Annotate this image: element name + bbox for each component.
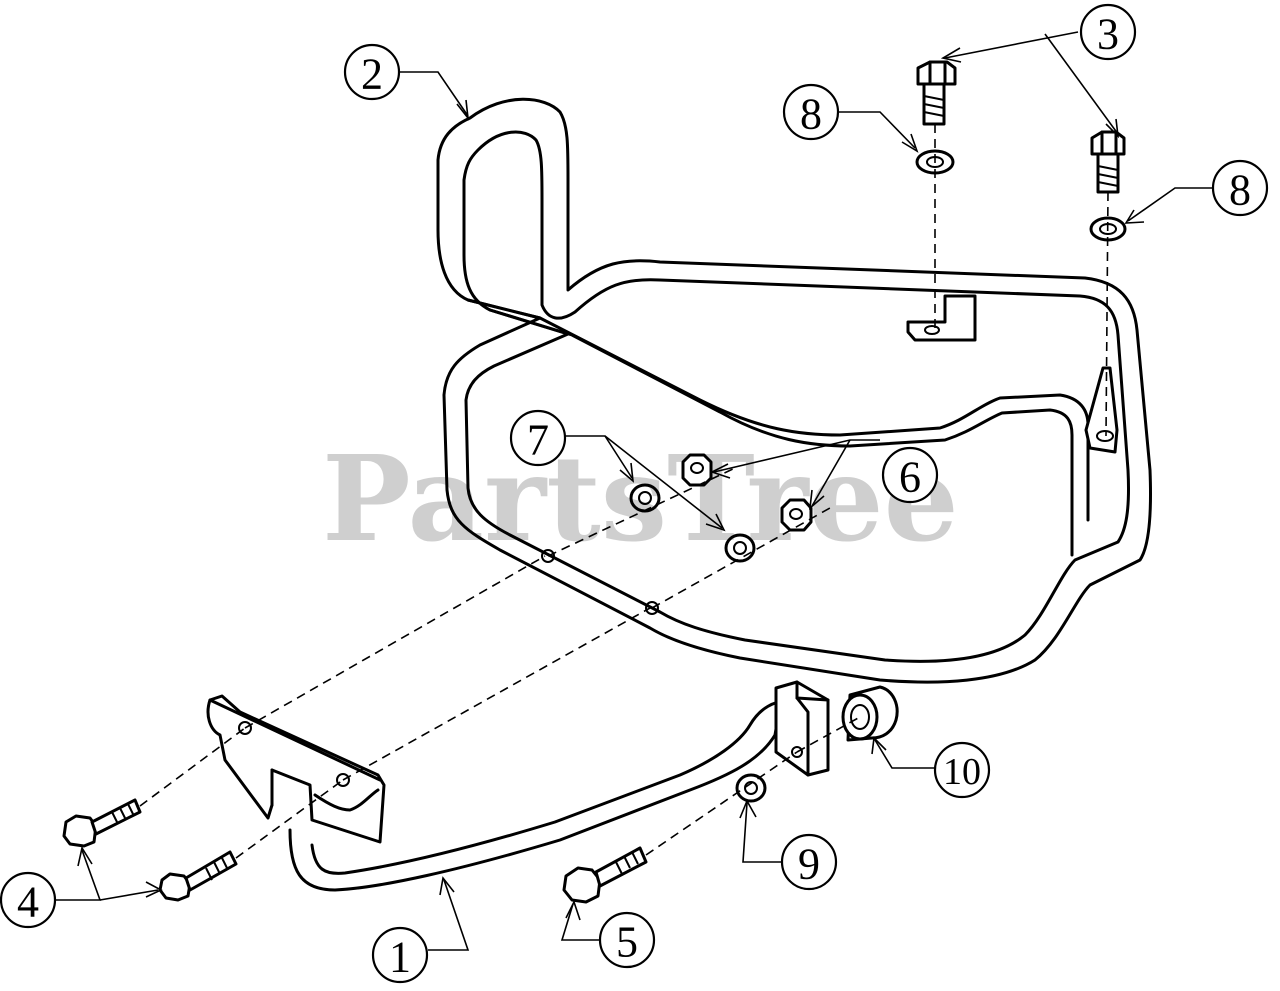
svg-text:3: 3 — [1097, 10, 1119, 59]
callout-8-right: 8 — [1211, 159, 1269, 217]
watermark-text: PartsTree — [322, 429, 959, 568]
part-4-bolt-upper — [62, 798, 142, 848]
part-6-nut-upper — [681, 453, 713, 487]
svg-text:10: 10 — [943, 751, 981, 793]
part-5-bolt — [562, 846, 648, 904]
callout-7: 7 — [509, 409, 567, 467]
svg-text:4: 4 — [17, 878, 39, 927]
callout-3: 3 — [1079, 3, 1137, 61]
part-1-mount-bar — [206, 680, 830, 892]
callout-1: 1 — [371, 926, 429, 984]
part-3-bolt-left — [916, 60, 957, 126]
svg-text:9: 9 — [798, 840, 820, 889]
callout-2: 2 — [343, 43, 401, 101]
svg-text:7: 7 — [527, 416, 549, 465]
svg-text:2: 2 — [361, 50, 383, 99]
assembly-lines — [139, 124, 1109, 859]
svg-text:6: 6 — [899, 453, 921, 502]
part-10-spacer — [841, 685, 899, 742]
svg-text:8: 8 — [1229, 166, 1251, 215]
svg-text:1: 1 — [389, 933, 411, 982]
callout-9: 9 — [780, 833, 838, 891]
callout-8-upper: 8 — [782, 83, 840, 141]
part-6-nut-lower — [780, 498, 813, 532]
part-2-bumper-frame — [436, 97, 1152, 684]
part-4-bolt-lower — [158, 850, 238, 902]
callout-5: 5 — [598, 911, 656, 969]
part-7-lock-washer-lower — [724, 533, 756, 563]
svg-text:8: 8 — [800, 90, 822, 139]
callout-leaders — [56, 31, 1212, 951]
callout-10: 10 — [933, 741, 991, 799]
callout-6: 6 — [881, 446, 939, 504]
part-3-bolt-right — [1090, 130, 1126, 194]
part-9-lock-washer — [735, 773, 767, 803]
callout-4: 4 — [0, 871, 57, 929]
svg-text:5: 5 — [616, 918, 638, 967]
